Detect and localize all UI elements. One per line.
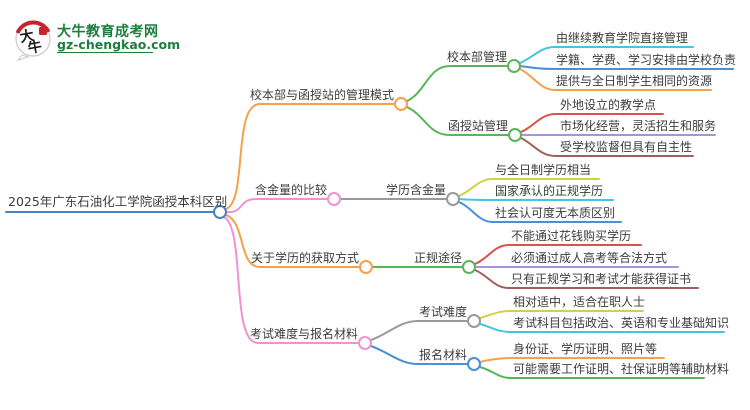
edge-leaf-equal-fulltime — [458, 178, 600, 197]
edge-leaf-same-resources — [519, 68, 712, 91]
node-circle-exam-difficulty — [467, 314, 481, 328]
central-topic: 2025年广东石油化工学院函授本科区别 — [8, 194, 228, 209]
leaf-same-resources: 提供与全日制学生相同的资源 — [556, 74, 713, 88]
edge-leaf-state-recognized — [458, 198, 614, 201]
node-circle-management-mode — [394, 97, 408, 111]
logo-icon-char-bottom: 牛 — [27, 38, 44, 57]
leaf-moderate-difficulty: 相对适中，适合在职人士 — [513, 295, 646, 309]
edge-leaf-id-documents — [479, 357, 665, 363]
leaf-direct-management: 由继续教育学院直接管理 — [556, 31, 689, 45]
edge-exam-difficulty — [370, 320, 468, 341]
site-name: 大牛教育成考网 — [57, 24, 159, 40]
edge-school-hq-management — [406, 65, 508, 102]
leaf-must-take-exam: 必须通过成人高考等合法方式 — [511, 251, 668, 265]
node-circle-exam-and-materials — [358, 336, 372, 350]
node-circle-registration-materials — [467, 357, 481, 371]
leaf-offsite-teaching-point: 外地设立的教学点 — [560, 98, 657, 112]
edge-leaf-direct-management — [519, 46, 694, 64]
logo-underline — [57, 52, 153, 53]
node-circle-legitimate-channels — [462, 260, 476, 274]
leaf-no-buying-degree: 不能通过花钱购买学历 — [511, 229, 632, 243]
leaf-state-recognized: 国家承认的正规学历 — [495, 184, 604, 198]
node-legitimate-channels: 正规途径 — [413, 251, 462, 265]
node-circle-value-comparison — [327, 192, 341, 206]
edge-leaf-exam-subjects — [479, 323, 725, 333]
node-correspondence-station-management: 函授站管理 — [447, 119, 508, 133]
logo-seal — [39, 27, 47, 35]
edge-leaf-moderate-difficulty — [479, 310, 644, 319]
branch-management-mode: 校本部与函授站的管理模式 — [249, 88, 394, 102]
leaf-equal-fulltime: 与全日制学历相当 — [495, 163, 592, 177]
branch-degree-acquisition: 关于学历的获取方式 — [250, 251, 359, 265]
node-school-hq-management: 校本部管理 — [446, 50, 507, 64]
edge-branch-exam-and-materials — [223, 216, 359, 344]
edge-correspondence-station-management — [406, 106, 509, 136]
leaf-exam-subjects: 考试科目包括政治、英语和专业基础知识 — [513, 316, 730, 330]
branch-exam-and-materials: 考试难度与报名材料 — [249, 327, 358, 341]
edge-leaf-study-and-exam-required — [474, 269, 699, 289]
site-url: gz-chengkao.com — [57, 37, 181, 52]
leaf-supervised-autonomy: 受学校监督但具有自主性 — [560, 140, 693, 154]
edge-branch-value-comparison — [225, 198, 328, 214]
node-circle-degree-acquisition — [359, 260, 373, 274]
node-circle-correspondence-station — [508, 128, 522, 142]
edge-leaf-auxiliary-materials — [479, 366, 705, 379]
leaf-id-documents: 身份证、学历证明、照片等 — [513, 342, 658, 356]
edge-branch-degree-acquisition — [225, 214, 360, 268]
node-registration-materials: 报名材料 — [418, 348, 467, 362]
edge-leaf-no-buying-degree — [474, 244, 642, 265]
edge-leaf-social-recognition — [458, 201, 622, 223]
logo-speech-tail — [16, 54, 30, 61]
node-circle-school-hq — [507, 59, 521, 73]
node-circle-degree-value — [446, 192, 460, 206]
logo-icon-char-top: 大 — [19, 27, 36, 46]
edge-leaf-supervised-autonomy — [520, 137, 694, 157]
edge-leaf-school-responsible — [519, 65, 734, 70]
leaf-market-operation: 市场化经营，灵活招生和服务 — [560, 119, 717, 133]
leaf-school-responsible: 学籍、学费、学习安排由学校负责 — [556, 53, 737, 67]
node-degree-value: 学历含金量 — [385, 183, 446, 197]
branch-value-comparison: 含金量的比较 — [254, 183, 327, 197]
edge-leaf-offsite-teaching-point — [520, 113, 664, 133]
leaf-social-recognition: 社会认可度无本质区别 — [495, 206, 616, 220]
leaf-study-and-exam-required: 只有正规学习和考试才能获得证书 — [511, 272, 692, 286]
node-exam-difficulty: 考试难度 — [418, 305, 467, 319]
edge-branch-management-mode — [225, 103, 395, 210]
site-logo-icon: 大 牛 — [15, 20, 51, 61]
leaf-auxiliary-materials: 可能需要工作证明、社保证明等辅助材料 — [513, 362, 730, 376]
edge-registration-materials — [370, 345, 468, 365]
node-circle-central — [213, 205, 227, 219]
